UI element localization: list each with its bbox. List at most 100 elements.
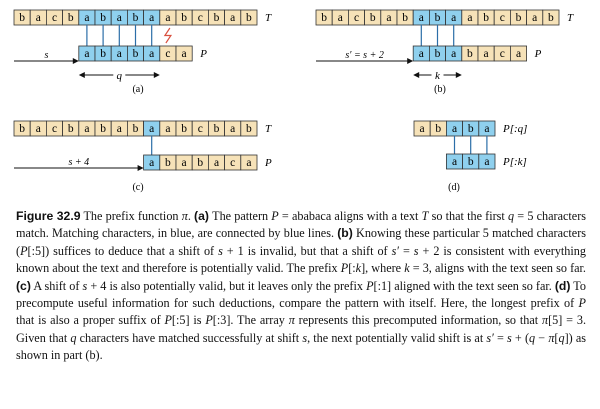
text-char: b xyxy=(214,123,220,135)
text-char: b xyxy=(468,123,474,135)
pattern-char: a xyxy=(451,48,456,60)
pattern-char: a xyxy=(149,48,154,60)
pattern-char: b xyxy=(133,48,139,60)
measure-label-bg xyxy=(113,69,126,80)
pattern-char: a xyxy=(484,156,489,168)
text-label: T xyxy=(567,12,574,24)
text-char: a xyxy=(36,123,41,135)
pattern-cell xyxy=(478,153,496,170)
text-char: a xyxy=(451,12,456,24)
measure-arrowhead xyxy=(153,72,160,78)
panel-caption: (a) xyxy=(132,84,143,95)
pattern-char: a xyxy=(84,48,89,60)
text-char: c xyxy=(354,12,359,24)
text-char: b xyxy=(370,12,376,24)
text-char: a xyxy=(419,12,424,24)
pattern-char: a xyxy=(246,157,251,169)
text-char: b xyxy=(435,12,441,24)
text-char: c xyxy=(198,12,203,24)
pattern-char: a xyxy=(214,157,219,169)
text-char: b xyxy=(548,12,554,24)
text-char: a xyxy=(452,123,457,135)
text-char: b xyxy=(181,123,187,135)
pattern-char: b xyxy=(197,157,203,169)
text-char: b xyxy=(246,12,252,24)
pattern-char: b xyxy=(435,48,441,60)
caption-body: The prefix function π. (a) The pattern P… xyxy=(16,209,587,363)
text-char: c xyxy=(52,123,57,135)
pattern-char: a xyxy=(149,157,154,169)
pattern-char: a xyxy=(452,156,457,168)
measure-arrowhead xyxy=(78,72,85,78)
text-cell xyxy=(240,9,258,26)
pattern-char: a xyxy=(182,48,187,60)
text-char: a xyxy=(467,12,472,24)
text-cell xyxy=(240,120,258,137)
text-char: b xyxy=(19,12,25,24)
pattern-char: a xyxy=(182,157,187,169)
panel-caption: (b) xyxy=(434,84,446,95)
text-char: a xyxy=(230,123,235,135)
text-char: a xyxy=(532,12,537,24)
shift-label: s + 4 xyxy=(68,157,89,168)
text-char: c xyxy=(52,12,57,24)
text-char: b xyxy=(516,12,522,24)
shift-arrowhead xyxy=(137,165,144,171)
text-char: b xyxy=(133,12,139,24)
pattern-cell xyxy=(175,45,193,62)
pattern-char: b xyxy=(100,48,106,60)
text-char: a xyxy=(338,12,343,24)
panel-caption: (c) xyxy=(132,182,143,193)
text-char: b xyxy=(68,123,74,135)
text-char: b xyxy=(100,123,106,135)
text-char: b xyxy=(483,12,489,24)
text-char: a xyxy=(117,123,122,135)
pattern-label: P xyxy=(264,157,272,169)
text-char: c xyxy=(500,12,505,24)
shift-arrowhead xyxy=(407,58,414,64)
text-char: b xyxy=(214,12,220,24)
text-char: b xyxy=(246,123,252,135)
text-char: a xyxy=(149,123,154,135)
caption-lead: Figure 32.9 xyxy=(16,209,81,223)
text-char: b xyxy=(181,12,187,24)
mismatch-mark xyxy=(163,27,173,44)
text-char: a xyxy=(84,123,89,135)
text-char: b xyxy=(133,123,139,135)
text-char: a xyxy=(386,12,391,24)
pattern-cell xyxy=(240,154,258,171)
text-char: a xyxy=(165,12,170,24)
text-char: a xyxy=(117,12,122,24)
pattern-char: b xyxy=(467,48,473,60)
pattern-label: P xyxy=(199,48,207,60)
pattern-char: c xyxy=(500,48,505,60)
text-cell xyxy=(542,9,560,26)
pattern-char: a xyxy=(419,48,424,60)
text-char: a xyxy=(230,12,235,24)
text-char: a xyxy=(484,123,489,135)
measure-arrowhead xyxy=(455,72,462,78)
text-label: T xyxy=(265,12,272,24)
text-char: a xyxy=(420,123,425,135)
text-char: b xyxy=(68,12,74,24)
text-char: c xyxy=(198,123,203,135)
measure-label-bg xyxy=(431,69,444,80)
text-char: b xyxy=(321,12,327,24)
measure-arrowhead xyxy=(413,72,420,78)
text-char: a xyxy=(84,12,89,24)
figure-caption: Figure 32.9 The prefix function π. (a) T… xyxy=(16,208,586,365)
text-label: T xyxy=(265,123,272,135)
pattern-char: a xyxy=(117,48,122,60)
pattern-char: c xyxy=(165,48,170,60)
pattern-label: P xyxy=(534,48,542,60)
pattern-char: b xyxy=(165,157,171,169)
text-char: b xyxy=(402,12,408,24)
measure-label: q xyxy=(117,70,123,82)
shift-label: s′ = s + 2 xyxy=(345,50,383,61)
text-char: b xyxy=(435,123,441,135)
measure-label: k xyxy=(435,70,441,82)
